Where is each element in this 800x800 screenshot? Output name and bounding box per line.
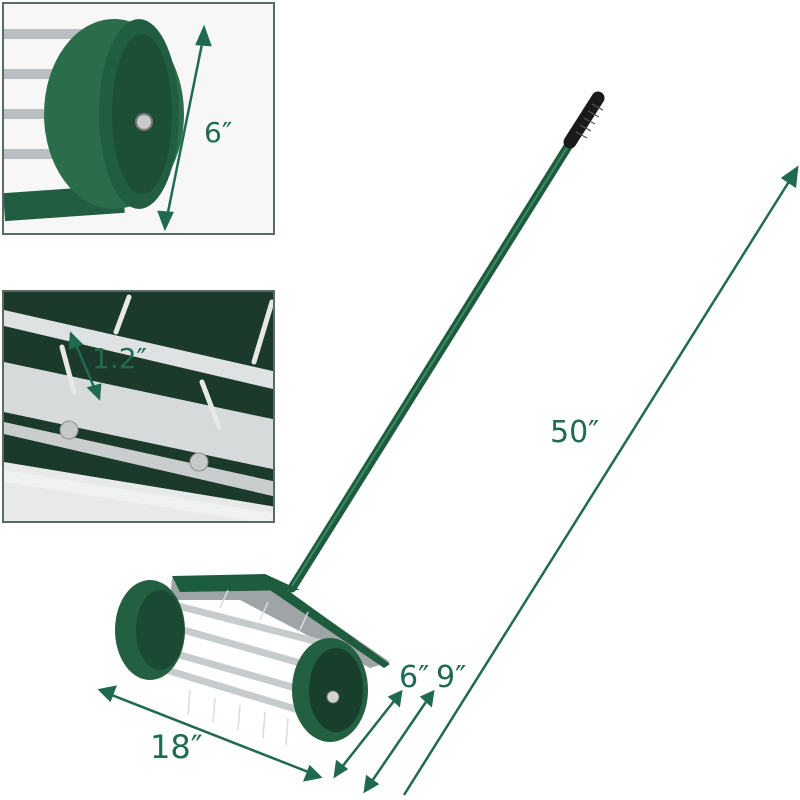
spike-closeup-inset: 1.2″ (2, 290, 275, 523)
spike-length-label: 1.2″ (92, 342, 147, 375)
drum-spikes (187, 589, 309, 746)
spikes (59, 294, 273, 430)
drum-width-arrow (97, 685, 323, 782)
wheel-diameter-label-main: 6″ (399, 660, 430, 695)
wheel-dimension-arrow (157, 24, 212, 232)
drum-width-label: 18″ (150, 728, 203, 766)
handle-length-label: 50″ (550, 415, 600, 450)
wheel-diameter-label: 6″ (204, 116, 233, 149)
spike-dimension-arrow (68, 331, 102, 401)
frame-depth-arrow (363, 689, 435, 794)
frame-depth-label: 9″ (436, 660, 467, 695)
grip-ridges (575, 103, 604, 139)
wheel-closeup-inset: 6″ (2, 2, 275, 235)
wheel-diameter-arrow (333, 689, 403, 779)
handle-length-arrow (402, 165, 799, 796)
spike-closeup-illustration (4, 292, 273, 521)
wheel-closeup-illustration (4, 4, 273, 233)
